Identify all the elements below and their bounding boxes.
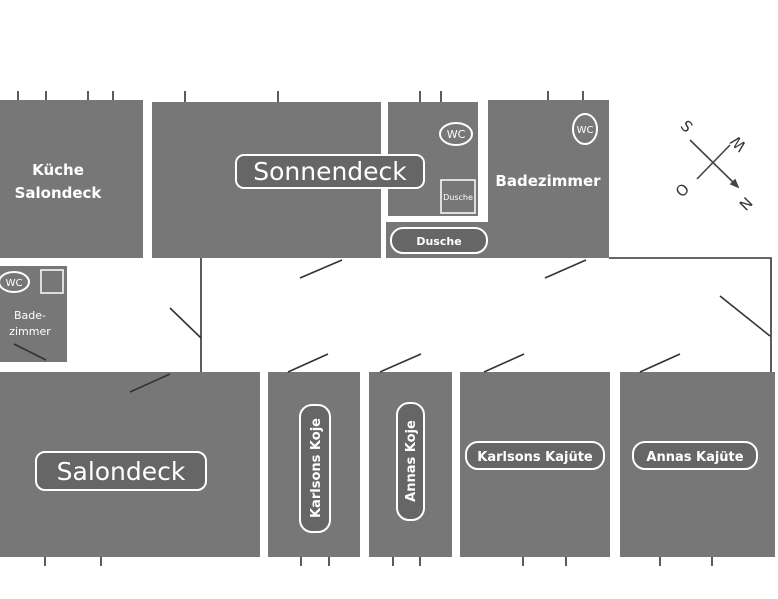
label-dusche: Dusche <box>416 235 461 248</box>
label-sonnendeck: Sonnendeck <box>253 157 407 186</box>
compass-n: N <box>735 193 756 214</box>
annas-koje-pill <box>396 402 425 521</box>
compass: S W O N <box>672 117 756 214</box>
compass-o: O <box>672 180 693 201</box>
wc-label: WC <box>447 128 466 141</box>
wc-icon <box>0 271 30 293</box>
salondeck-pill <box>35 451 207 491</box>
shower-icon <box>440 179 476 214</box>
room-kueche <box>0 100 143 258</box>
label-annas-kajuete: Annas Kajüte <box>646 450 743 465</box>
label-kueche: Küche <box>32 161 84 179</box>
label-bade-2: zimmer <box>9 325 51 338</box>
dusche-pill <box>390 227 488 254</box>
label-karlsons-kajuete: Karlsons Kajüte <box>477 450 593 465</box>
room-bade-small <box>0 266 67 362</box>
wc-label: WC <box>6 278 23 289</box>
annas-kajuete-pill <box>632 441 758 470</box>
compass-s: S <box>677 117 696 136</box>
karlsons-kajuete-pill <box>465 441 605 470</box>
wc-label: WC <box>577 125 594 136</box>
label-bade-1: Bade- <box>14 309 46 322</box>
walls-doors <box>13 257 772 393</box>
wc-icon <box>572 113 598 145</box>
dusche-small-label: Dusche <box>443 193 473 202</box>
label-badezimmer: Badezimmer <box>495 172 601 190</box>
label-salondeck: Salondeck <box>57 457 186 486</box>
karlsons-koje-pill <box>299 404 331 533</box>
sonnendeck-pill <box>235 154 425 189</box>
wc-icon <box>439 122 473 146</box>
label-annas-koje: Annas Koje <box>404 420 419 502</box>
compass-w: W <box>727 132 750 155</box>
label-karlsons-koje: Karlsons Koje <box>309 418 324 518</box>
label-kueche-salondeck: Salondeck <box>15 184 103 202</box>
shower-icon <box>40 269 64 294</box>
wall-ticks <box>17 91 713 566</box>
